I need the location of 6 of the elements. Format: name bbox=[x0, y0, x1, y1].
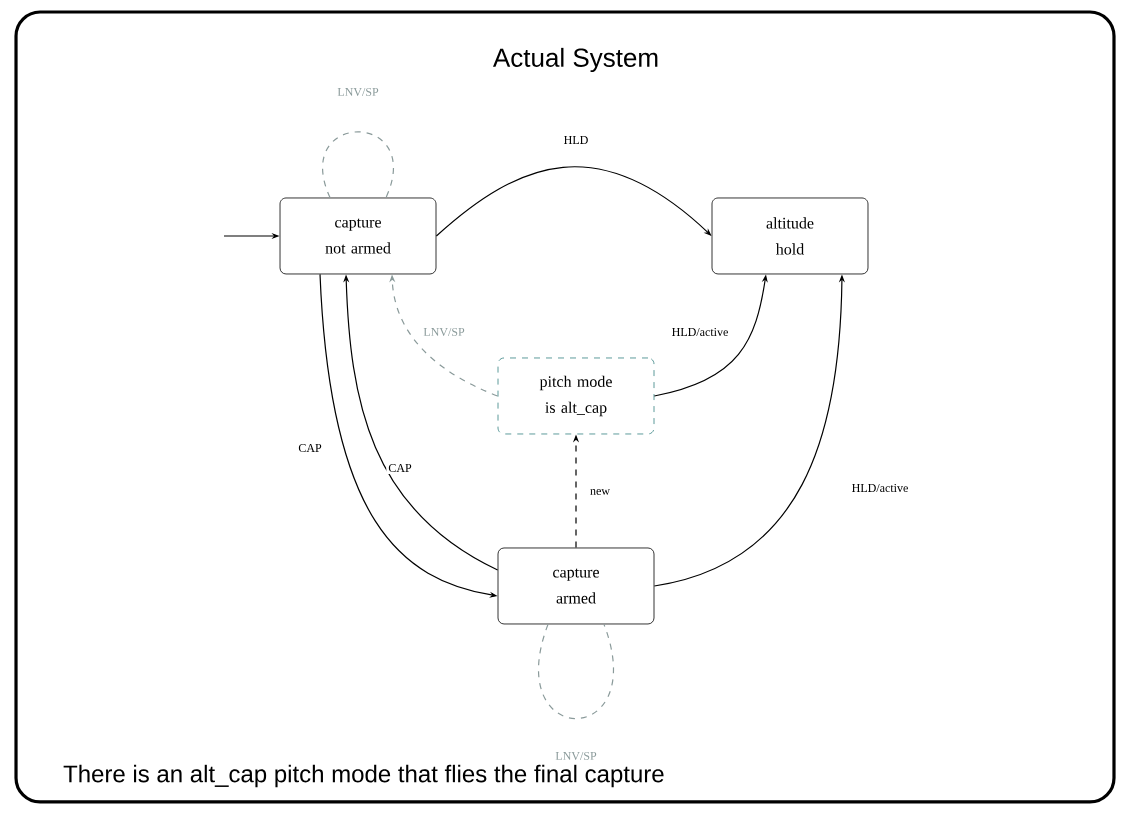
state-box: altitude hold bbox=[711, 197, 869, 275]
caption: There is an alt_cap pitch mode that flies the final capture bbox=[63, 764, 664, 788]
title: Actual System bbox=[493, 47, 658, 73]
state-box: capture not armed bbox=[279, 197, 437, 275]
state-box: pitch mode is alt_cap bbox=[497, 357, 655, 435]
state-box: capture armed bbox=[497, 547, 655, 625]
